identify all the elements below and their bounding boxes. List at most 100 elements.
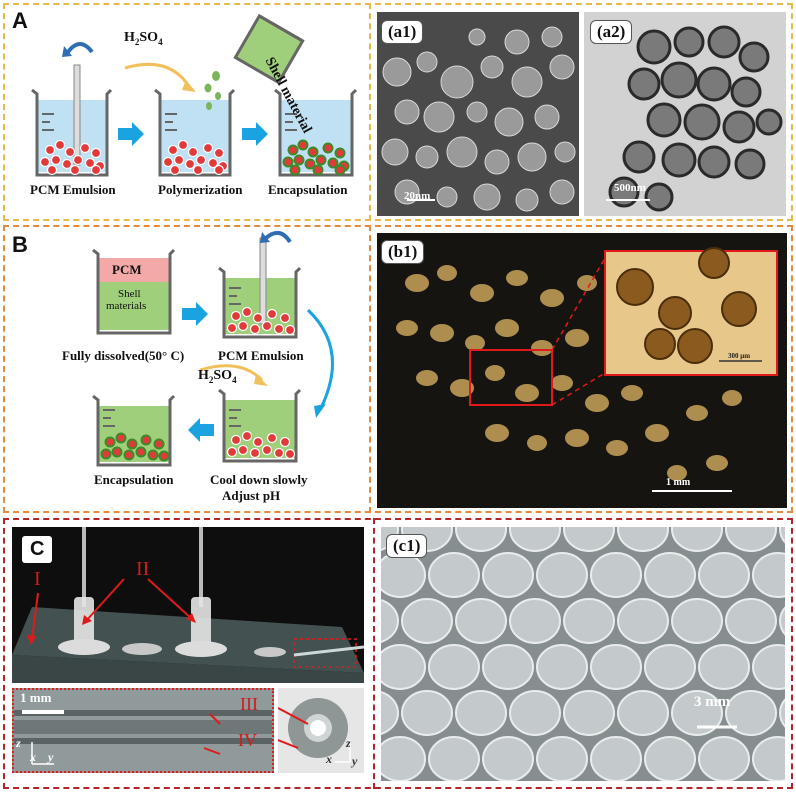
panel-b-frame (3, 225, 793, 513)
beaker-encapsulation-b (92, 394, 176, 467)
axis-x-left: x (30, 750, 36, 764)
droplet (698, 736, 750, 781)
caption-adjust-ph: Adjust pH (222, 488, 281, 503)
shell-layer-label-2: materials (106, 300, 147, 312)
droplet (428, 736, 480, 781)
droplet (381, 599, 399, 643)
beaker-pcm-emulsion-b (218, 230, 302, 339)
droplet (563, 598, 615, 644)
caption-encapsulation: Encapsulation (268, 182, 348, 197)
axis-z-right: z (346, 736, 351, 750)
panel-a-letter: A (12, 8, 28, 33)
h2so4-label-a: H2SO4 (124, 30, 163, 47)
droplet (482, 552, 534, 598)
scale-c1: 3 mm (694, 694, 731, 710)
beaker-polymerization (124, 62, 236, 177)
droplet (563, 527, 615, 552)
scale-c: 1 mm (20, 690, 52, 705)
droplet (509, 527, 561, 552)
droplet (381, 552, 426, 598)
droplet (725, 690, 777, 736)
h2so4-label-b: H2SO4 (198, 368, 237, 385)
beaker-fully-dissolved (92, 248, 176, 335)
droplet (563, 690, 615, 736)
droplet (617, 598, 669, 644)
shell-material-beaker (233, 13, 305, 85)
droplet (381, 644, 426, 690)
droplet (752, 736, 785, 781)
panel-c-frame (3, 518, 793, 789)
scale-b1: 1 mm (666, 477, 691, 488)
arrow-right-icon (242, 122, 268, 146)
scale-a1: 20nm (404, 190, 431, 202)
droplet (381, 736, 426, 781)
droplet (725, 527, 777, 552)
axis-z-left: z (16, 736, 21, 750)
caption-fully-dissolved: Fully dissolved(50° C) (62, 348, 185, 363)
caption-cool-down: Cool down slowly (210, 472, 308, 487)
panel-c-letter: C (22, 536, 53, 563)
droplet (698, 644, 750, 690)
label-roman-iv: IV (238, 730, 257, 750)
panel-a-frame (3, 3, 793, 221)
caption-encapsulation-b: Encapsulation (94, 472, 174, 487)
droplet (725, 598, 777, 644)
droplet (617, 690, 669, 736)
droplet (644, 736, 696, 781)
label-roman-iii: III (240, 694, 258, 714)
droplet (482, 644, 534, 690)
droplet (381, 691, 399, 735)
image-b1-optical (377, 233, 787, 508)
droplet (536, 644, 588, 690)
droplet (752, 552, 785, 598)
caption-polymerization: Polymerization (158, 182, 243, 197)
image-c1-array (381, 527, 785, 781)
droplet (644, 552, 696, 598)
scale-b1-inset: 300 μm (728, 352, 751, 360)
droplet (590, 552, 642, 598)
droplet (698, 552, 750, 598)
droplet (779, 698, 785, 728)
pcm-layer-label: PCM (112, 262, 142, 277)
label-c1: (c1) (386, 534, 428, 558)
droplet (671, 598, 723, 644)
droplet (428, 644, 480, 690)
arrow-right-icon (118, 122, 144, 146)
droplet (644, 644, 696, 690)
droplet (482, 736, 534, 781)
droplet (752, 644, 785, 690)
label-b1: (b1) (381, 240, 425, 264)
panel-b-letter: B (12, 232, 28, 257)
droplet (536, 736, 588, 781)
droplet (455, 690, 507, 736)
image-c-cross-section (278, 688, 364, 773)
droplet (590, 736, 642, 781)
scale-a2: 500nm (614, 182, 646, 194)
droplet (509, 598, 561, 644)
shell-layer-label-1: Shell (118, 288, 141, 300)
droplet (428, 552, 480, 598)
beaker-pcm-emulsion (31, 42, 113, 177)
panel-b-divider (369, 225, 371, 513)
image-c-device (12, 527, 364, 683)
beaker-encapsulation (274, 88, 358, 177)
image-a1-sem (377, 12, 579, 216)
caption-pcm-emulsion: PCM Emulsion (30, 182, 116, 197)
panel-a-divider (369, 3, 371, 221)
droplet (779, 527, 785, 544)
droplet (455, 527, 507, 552)
droplet (401, 690, 453, 736)
droplet (617, 527, 669, 552)
image-c-channel (12, 688, 274, 773)
droplet (779, 606, 785, 636)
droplet (590, 644, 642, 690)
beaker-cool-down (218, 388, 302, 463)
droplet (671, 527, 723, 552)
panel-b-diagram (92, 230, 334, 467)
axis-x-right: x (326, 752, 332, 766)
arrow-left-icon (188, 418, 214, 442)
label-a1: (a1) (381, 20, 424, 44)
axis-y-left: y (48, 750, 54, 764)
axis-y-right: y (352, 754, 358, 768)
panel-a-diagram (31, 13, 358, 177)
